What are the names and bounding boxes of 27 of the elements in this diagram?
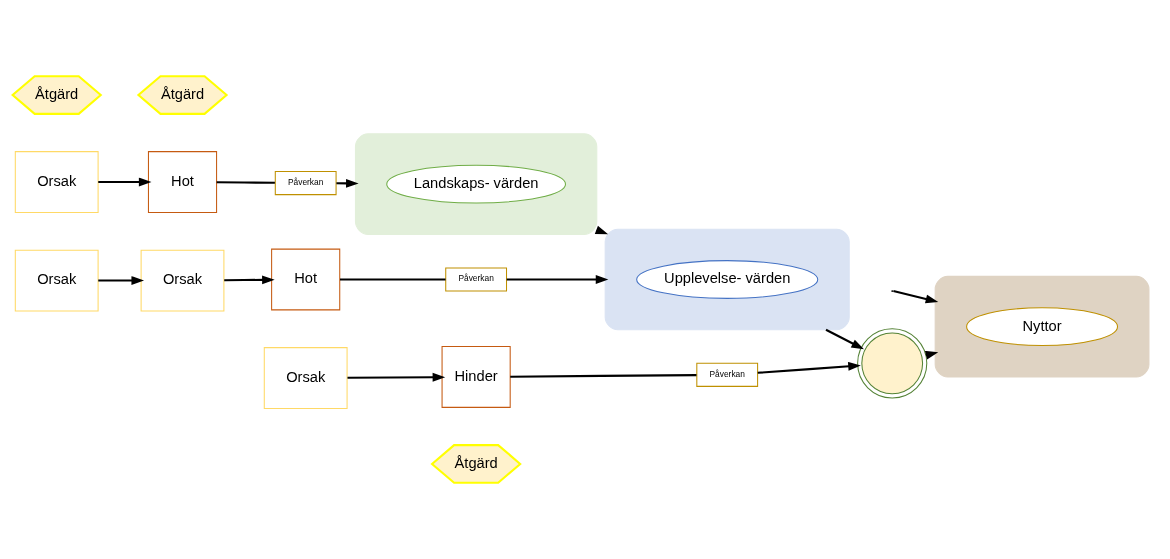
arrow: [506, 275, 609, 284]
arrow: [347, 372, 446, 382]
arrow: [98, 276, 145, 285]
cluster: [934, 275, 1150, 378]
connector: [216, 181, 275, 184]
arrow: [757, 361, 861, 374]
cluster: [604, 228, 850, 331]
node-box: Påverkan: [696, 362, 759, 387]
node-box: Påverkan: [274, 171, 337, 196]
node-box: Orsak: [14, 249, 99, 312]
connector: [340, 278, 446, 281]
arrow: [893, 290, 939, 304]
node-ellipse: Nyttor: [966, 307, 1119, 347]
node-box: Orsak: [140, 249, 225, 312]
node-box: Hinder: [441, 346, 511, 408]
node-ellipse: Upplevelse- värden: [636, 260, 819, 299]
node-box: Orsak: [14, 151, 99, 213]
node-ellipse: Landskaps- värden: [386, 164, 567, 204]
arrow: [825, 328, 864, 350]
arrow: [336, 178, 359, 188]
connector: [510, 374, 697, 378]
node-box: Påverkan: [445, 267, 508, 292]
arrow: [98, 177, 152, 187]
node-box: Orsak: [263, 347, 348, 409]
arrow: [224, 275, 275, 285]
node-box: Hot: [271, 248, 341, 311]
node-box: Hot: [147, 151, 218, 213]
